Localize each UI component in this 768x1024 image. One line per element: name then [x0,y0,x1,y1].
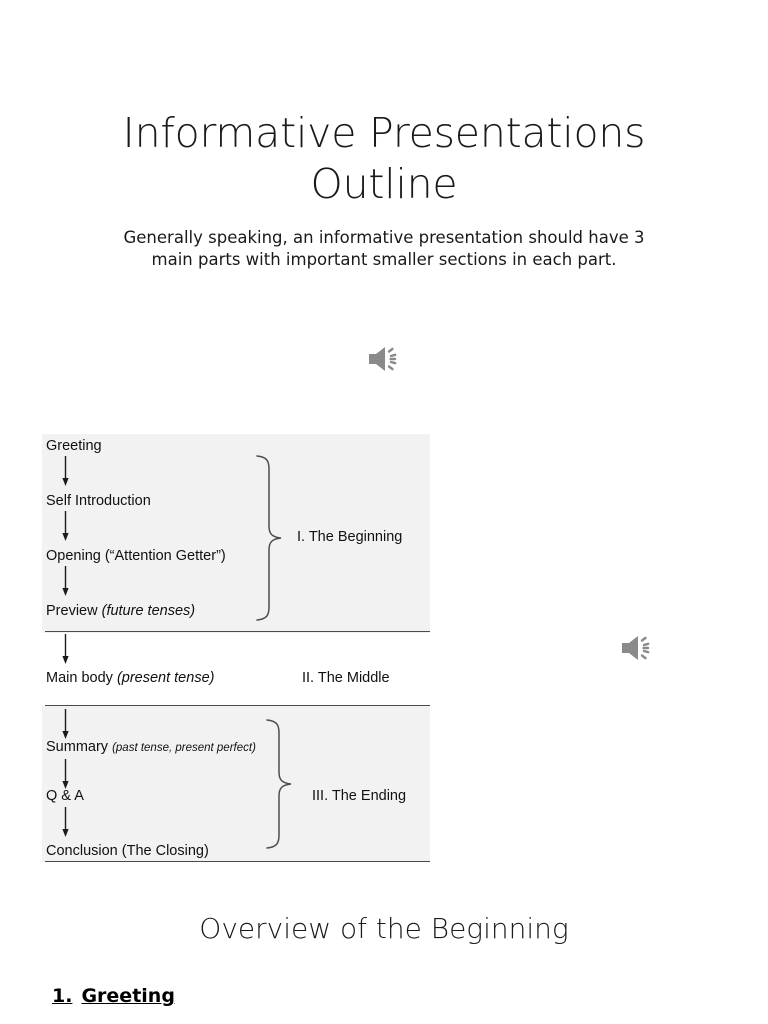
flow-arrow [61,807,70,839]
flow-arrow [61,456,70,488]
flow-node-qa: Q & A [46,788,84,804]
section-label-middle: II. The Middle [302,670,390,686]
flow-node-opening: Opening (“Attention Getter”) [46,548,226,564]
divider-beginning-middle [45,631,430,632]
flow-arrow [61,709,70,741]
flow-node-main-body: Main body (present tense) [46,670,214,687]
flow-node-self-introduction: Self Introduction [46,493,151,509]
clipped-sub-bullet [88,1018,518,1024]
divider-middle-ending [45,705,430,706]
band-ending [42,706,430,862]
list-item-label: Greeting [81,985,175,1007]
flow-node-main-body-note: (present tense) [116,670,215,686]
section-label-beginning: I. The Beginning [297,529,403,545]
flow-node-summary-label: Summary [46,739,113,755]
flow-arrow [61,634,70,666]
section-label-ending: III. The Ending [312,788,407,804]
flow-arrow [61,511,70,543]
band-middle [42,633,430,706]
flow-node-preview-label: Preview [46,603,102,619]
flow-node-preview: Preview (future tenses) [46,603,195,620]
brace-ending [264,718,304,855]
flow-node-summary: Summary (past tense, present perfect) [46,739,256,757]
list-item: 1. Greeting [52,984,175,1008]
brace-beginning [254,454,294,627]
flow-arrow [61,566,70,598]
divider-diagram-bottom [45,861,430,862]
section-heading-overview: Overview of the Beginning [199,912,569,945]
speaker-icon[interactable] [366,343,402,375]
flow-node-greeting: Greeting [46,438,102,454]
flow-node-summary-note: (past tense, present perfect) [112,742,256,754]
flow-node-preview-note: (future tenses) [101,603,196,619]
flow-arrow [61,759,70,791]
list-item-number: 1. [52,985,73,1007]
page-title: Informative Presentations Outline [122,109,646,208]
slide-subtitle: Generally speaking, an informative prese… [123,228,645,269]
flow-node-conclusion: Conclusion (The Closing) [46,843,209,859]
flow-node-main-body-label: Main body [46,670,117,686]
outline-flow-diagram: Greeting Self Introduction Opening (“Att… [42,434,430,862]
speaker-icon[interactable] [619,632,655,664]
band-beginning [42,434,430,633]
